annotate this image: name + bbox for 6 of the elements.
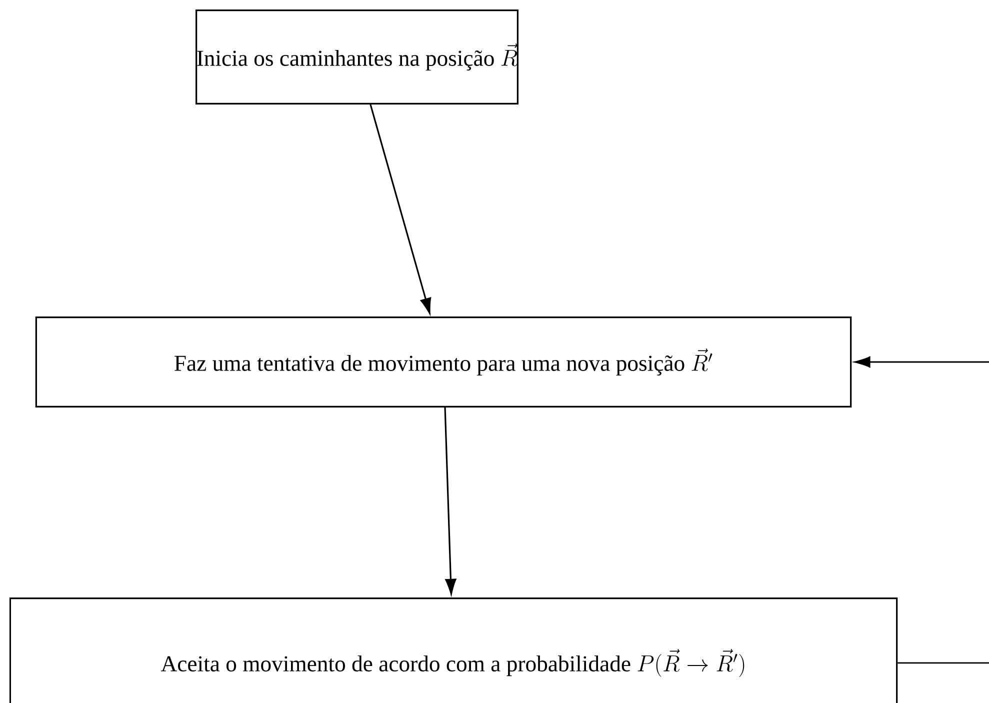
arrow (444, 407, 456, 594)
process-box: Aceita o movimento de acordo com a probabilidade $P(\vec{R} \rightarrow \vec{R}')$ (9, 598, 898, 703)
process-box: Faz uma tentativa de movimento para uma nova posição $\vec{R}'$ (35, 316, 852, 408)
arrow (854, 356, 989, 664)
process-box: Inicia os caminhantes na posição $\vec{R}$ (196, 10, 518, 104)
arrow (370, 104, 432, 314)
